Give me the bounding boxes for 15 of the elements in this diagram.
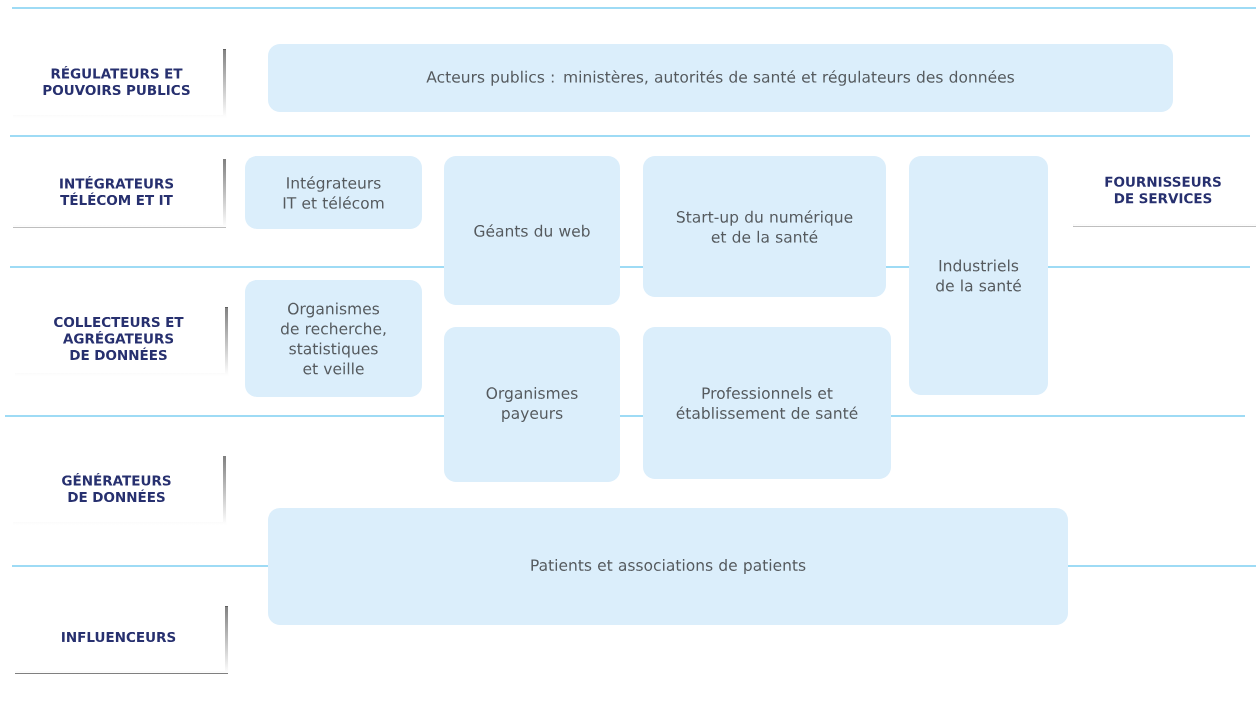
category-label: FOURNISSEURS DE SERVICES <box>1070 156 1256 227</box>
category-label: GÉNÉRATEURS DE DONNÉES <box>10 453 226 525</box>
actor-box: Professionnels et établissement de santé <box>643 327 891 479</box>
category-label: RÉGULATEURS ET POUVOIRS PUBLICS <box>10 46 226 118</box>
actor-box: Intégrateurs IT et télécom <box>245 156 422 229</box>
actor-box: Start-up du numérique et de la santé <box>643 156 886 297</box>
category-label: INTÉGRATEURS TÉLÉCOM ET IT <box>10 156 226 228</box>
actor-box: Organismes payeurs <box>444 327 620 482</box>
actor-box: Acteurs publics : ministères, autorités de santé et régulateurs des données <box>268 44 1173 112</box>
actor-box: Patients et associations de patients <box>268 508 1068 625</box>
category-label: INFLUENCEURS <box>12 603 228 674</box>
category-label: COLLECTEURS ET AGRÉGATEURS DE DONNÉES <box>12 304 228 376</box>
actor-box: Organismes de recherche, statistiques et veille <box>245 280 422 397</box>
actor-box: Géants du web <box>444 156 620 305</box>
actor-box: Industriels de la santé <box>909 156 1048 395</box>
